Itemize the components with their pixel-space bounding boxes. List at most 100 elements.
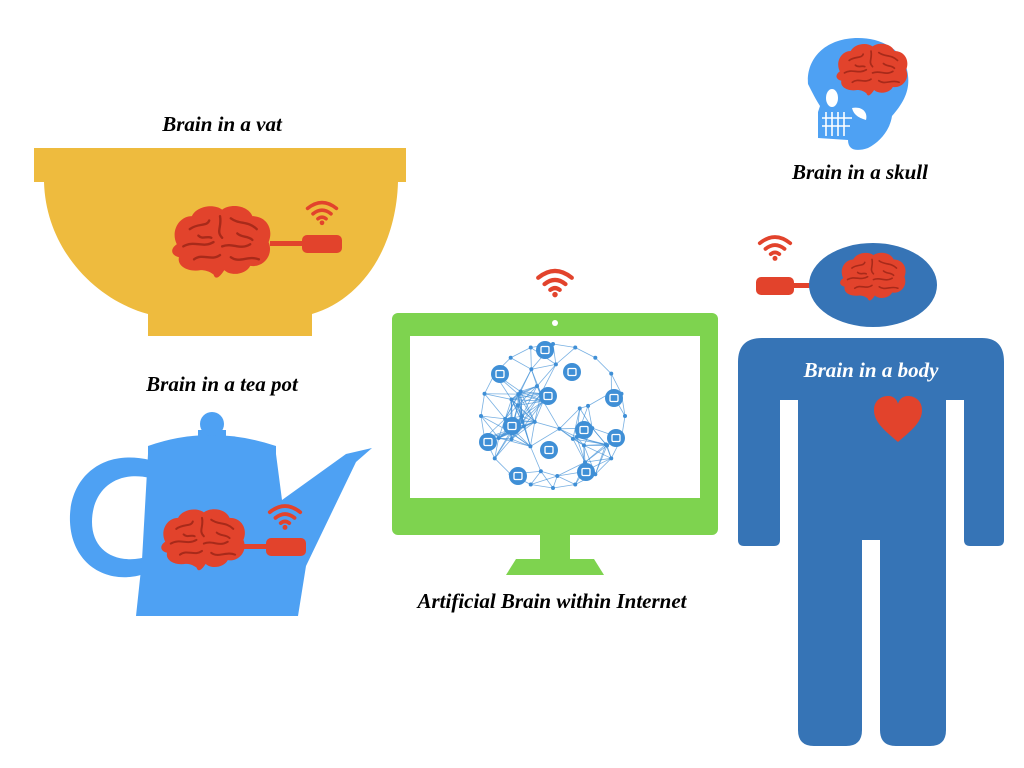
network-link (510, 357, 532, 370)
network-node (586, 403, 591, 408)
network-link (504, 399, 512, 420)
teapot-illustration (69, 412, 372, 616)
skull-teeth (822, 112, 852, 136)
network-link (484, 393, 506, 420)
monitor-illustration (392, 271, 718, 575)
network-app-icon (607, 429, 625, 447)
network-node (519, 414, 524, 419)
network-link (572, 408, 581, 439)
network-node (623, 414, 627, 418)
plug-icon (302, 235, 342, 253)
network-link (591, 427, 608, 446)
network-node (528, 345, 533, 350)
network-node (521, 424, 526, 429)
network-node (528, 444, 533, 449)
plug-cable (270, 241, 306, 246)
network-globe-icon (479, 341, 627, 490)
network-link (517, 404, 535, 423)
network-app-glyph (483, 437, 493, 447)
network-node (496, 435, 501, 440)
network-link (520, 391, 536, 423)
network-link (572, 438, 586, 463)
network-app-glyph (611, 433, 621, 443)
plug-icon (756, 277, 794, 295)
network-link (552, 475, 558, 489)
network-link (536, 364, 557, 387)
plug-cable (792, 283, 816, 288)
network-link (498, 437, 531, 447)
network-app-glyph (567, 367, 577, 377)
network-node (529, 367, 534, 372)
plug-cable (240, 544, 270, 549)
network-app-glyph (507, 421, 517, 431)
network-link (530, 471, 542, 485)
network-link (530, 347, 532, 370)
network-node (581, 443, 586, 448)
network-link (494, 458, 511, 475)
network-node (509, 437, 514, 442)
network-link (530, 428, 560, 447)
network-link (595, 357, 612, 374)
network-app-icon (539, 387, 557, 405)
network-link (530, 484, 554, 489)
network-link (520, 385, 538, 392)
network-node (573, 482, 578, 487)
skull-illustration (807, 38, 909, 150)
network-link (530, 421, 536, 447)
network-node (492, 456, 497, 461)
network-node (532, 419, 537, 424)
monitor-stand (506, 559, 604, 575)
network-node (573, 345, 578, 350)
network-app-glyph (579, 425, 589, 435)
network-node (508, 355, 513, 360)
network-node (516, 392, 521, 397)
network-link (521, 415, 535, 423)
network-app-icon (479, 433, 497, 451)
network-node (515, 403, 520, 408)
network-app-glyph (609, 393, 619, 403)
teapot-handle (69, 457, 150, 578)
network-link (552, 484, 576, 489)
network-node (535, 384, 540, 389)
network-link (484, 393, 512, 400)
network-link (531, 363, 556, 370)
network-link (606, 445, 612, 459)
network-node (520, 419, 525, 424)
network-link (555, 347, 576, 365)
network-app-icon (563, 363, 581, 381)
network-app-glyph (543, 391, 553, 401)
network-link (520, 369, 532, 392)
network-node (553, 362, 558, 367)
network-app-icon (540, 441, 558, 459)
monitor-neck (540, 535, 570, 559)
network-app-glyph (544, 445, 554, 455)
body-torso (738, 338, 1004, 746)
network-app-glyph (495, 369, 505, 379)
network-link (494, 432, 512, 459)
network-link (584, 445, 608, 463)
network-app-glyph (581, 467, 591, 477)
network-link (480, 393, 485, 417)
network-link (552, 343, 576, 348)
network-app-icon (577, 463, 595, 481)
network-link (559, 408, 581, 430)
network-link (610, 373, 622, 394)
heart-icon (874, 396, 922, 442)
network-app-glyph (540, 345, 550, 355)
caption-skull: Brain in a skull (791, 160, 928, 184)
network-link (480, 415, 506, 420)
caption-vat: Brain in a vat (161, 112, 283, 136)
network-link (534, 401, 544, 423)
network-link (521, 400, 544, 417)
network-node (538, 469, 543, 474)
teapot-body (136, 448, 372, 616)
network-node (557, 426, 562, 431)
network-link (534, 421, 560, 430)
skull-eye (826, 89, 838, 107)
wifi-icon (757, 235, 793, 262)
network-link (530, 369, 538, 387)
network-link (511, 432, 531, 447)
network-node (605, 443, 610, 448)
monitor-camera (552, 320, 558, 326)
